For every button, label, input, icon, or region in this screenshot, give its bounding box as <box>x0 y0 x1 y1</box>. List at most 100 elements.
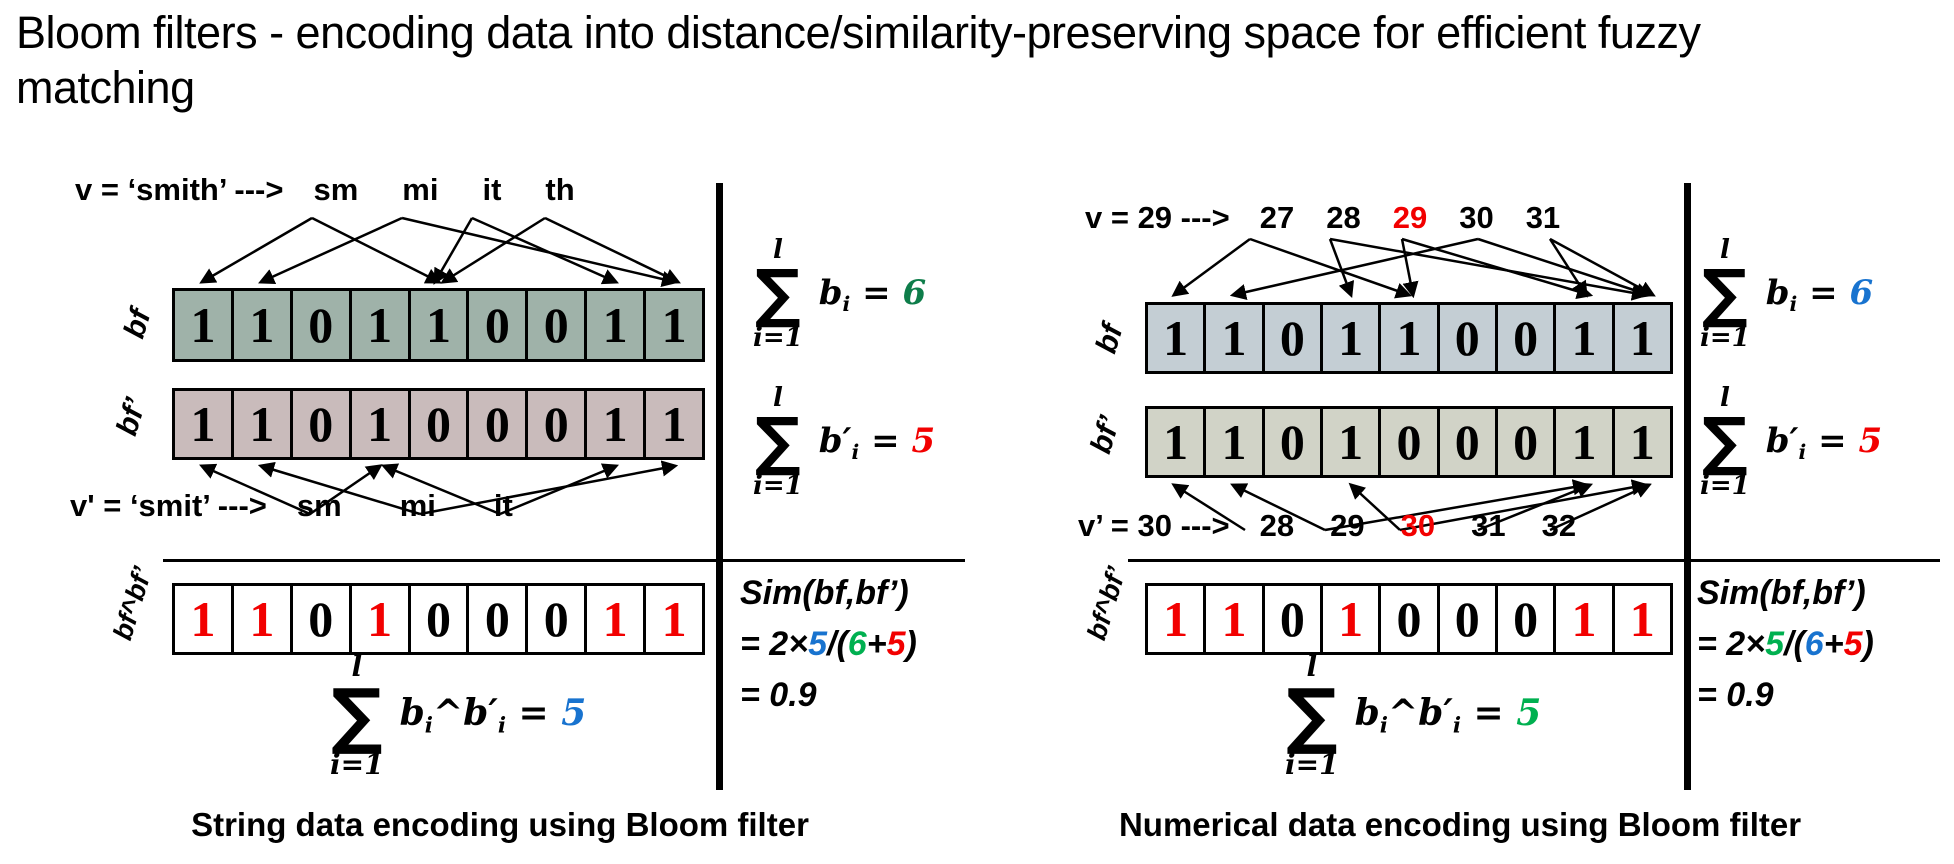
bit-cell: 1 <box>1323 586 1382 652</box>
slide-title-line1: Bloom filters - encoding data into dista… <box>16 7 1701 58</box>
formula-part: i <box>851 440 860 465</box>
formula-part: ) <box>1862 625 1874 663</box>
left-hash-arrows-top <box>199 216 681 287</box>
sigma-upper-limit: l <box>1719 235 1730 265</box>
left-v-prefix: v = ‘smith’ ---> <box>75 172 284 207</box>
bit-cell: 1 <box>234 291 293 359</box>
right-sum-xor-expression: bi^b′i = 5 <box>1355 692 1542 739</box>
formula-part: + <box>1823 625 1844 663</box>
formula-part: = <box>859 421 912 462</box>
formula-part: = 2× <box>740 625 809 663</box>
bit-cell: 1 <box>175 391 234 457</box>
token: 27 <box>1259 200 1295 235</box>
formula-part: /( <box>827 625 848 663</box>
sigma-lower-limit: i=1 <box>753 323 803 354</box>
bit-cell: 1 <box>234 391 293 457</box>
sigma-lower-limit: i=1 <box>753 471 803 502</box>
right-v-prefix: v = 29 ---> <box>1085 200 1230 235</box>
formula-value: 5 <box>808 625 827 663</box>
bit-cell: 0 <box>1498 305 1557 371</box>
token: 29 <box>1392 200 1428 235</box>
formula-part: b <box>1354 692 1380 735</box>
bit-cell: 0 <box>528 391 588 457</box>
left-sum-xor-expression: bi^b′i = 5 <box>400 692 587 739</box>
bit-cell: 1 <box>587 391 647 457</box>
slide-title: Bloom filters - encoding data into dista… <box>16 6 1946 116</box>
sigma-upper-limit: l <box>772 383 783 413</box>
sigma-upper-limit: l <box>1719 383 1730 413</box>
bit-cell: 1 <box>352 291 411 359</box>
bit-cell: 1 <box>1148 586 1207 652</box>
formula-part: = <box>1461 692 1517 735</box>
left-sum-xor-sigma: l ∑ i=1 <box>330 652 384 781</box>
bit-cell: 0 <box>1265 586 1323 652</box>
bit-cell: 1 <box>1323 409 1382 475</box>
formula-part: b′ <box>1765 421 1799 462</box>
token: 29 <box>1330 508 1365 543</box>
bit-cell: 0 <box>411 391 470 457</box>
sigma-icon: ∑ <box>330 673 383 758</box>
left-sum-bfprime-formula: l ∑ i=1 b′i = 5 <box>753 383 935 502</box>
left-similarity-block: Sim(bf,bf’) = 2×5/(6+5) = 0.9 <box>740 568 917 721</box>
formula-part: b <box>818 273 843 314</box>
right-hash-arrows-bottom <box>1171 479 1652 532</box>
right-sim-line2: = 2×5/(6+5) <box>1697 619 1874 670</box>
right-bfxor-row-label: bf^bf’ <box>1081 563 1132 644</box>
formula-part: = <box>1806 421 1859 462</box>
left-bf-row-label: bf <box>117 305 158 343</box>
bit-cell: 0 <box>293 291 352 359</box>
formula-part: = <box>506 692 562 735</box>
formula-part: i <box>497 713 507 739</box>
bit-cell: 1 <box>1556 586 1615 652</box>
formula-part: = <box>850 273 903 314</box>
bit-cell: 0 <box>528 586 588 652</box>
token: 28 <box>1326 200 1361 235</box>
bit-cell: 1 <box>234 586 293 652</box>
formula-part: i <box>1452 713 1462 739</box>
sigma-icon: ∑ <box>1701 257 1748 332</box>
token: 31 <box>1471 508 1506 543</box>
bit-cell: 1 <box>587 586 647 652</box>
bit-cell: 1 <box>352 391 411 457</box>
left-vprime-prefix: v' = ‘smit’ ---> <box>70 488 267 523</box>
token: mi <box>402 172 439 207</box>
left-sum-bf-sigma: l ∑ i=1 <box>753 235 803 354</box>
right-bfprime-row-label: bf’ <box>1084 412 1127 458</box>
formula-part: b′ <box>463 692 498 735</box>
bit-cell: 0 <box>1265 409 1323 475</box>
bit-cell: 1 <box>661 396 687 452</box>
token: 30 <box>1459 200 1494 235</box>
right-sum-bfprime-sigma: l ∑ i=1 <box>1700 383 1750 502</box>
right-vertical-divider <box>1684 183 1691 790</box>
formula-value: 6 <box>902 273 927 314</box>
formula-value: 5 <box>1843 625 1863 663</box>
left-hash-arrows-bottom <box>199 460 679 516</box>
left-sim-line2: = 2×5/(6+5) <box>740 619 917 670</box>
bit-cell: 1 <box>1206 586 1265 652</box>
token: sm <box>296 488 342 523</box>
right-sum-bf-formula: l ∑ i=1 bi = 6 <box>1700 235 1873 354</box>
right-sum-bfprime-expression: b′i = 5 <box>1766 421 1882 464</box>
formula-value: 6 <box>1804 625 1824 663</box>
right-sum-bf-expression: bi = 6 <box>1766 273 1873 316</box>
right-sum-bfprime-formula: l ∑ i=1 b′i = 5 <box>1700 383 1882 502</box>
sigma-upper-limit: l <box>772 235 783 265</box>
token: mi <box>399 488 436 523</box>
left-sum-xor-formula: l ∑ i=1 bi^b′i = 5 <box>330 652 587 781</box>
left-bfxor-row-label: bf^bf’ <box>107 563 158 644</box>
sigma-lower-limit: i=1 <box>1285 747 1339 781</box>
bit-cell: 1 <box>1206 409 1265 475</box>
bit-cell: 0 <box>1381 409 1440 475</box>
formula-part: ^ <box>432 692 464 735</box>
sigma-lower-limit: i=1 <box>330 747 384 781</box>
bit-cell: 1 <box>175 586 234 652</box>
bit-cell: 1 <box>411 291 470 359</box>
sigma-lower-limit: i=1 <box>1700 471 1750 502</box>
sigma-lower-limit: i=1 <box>1700 323 1750 354</box>
